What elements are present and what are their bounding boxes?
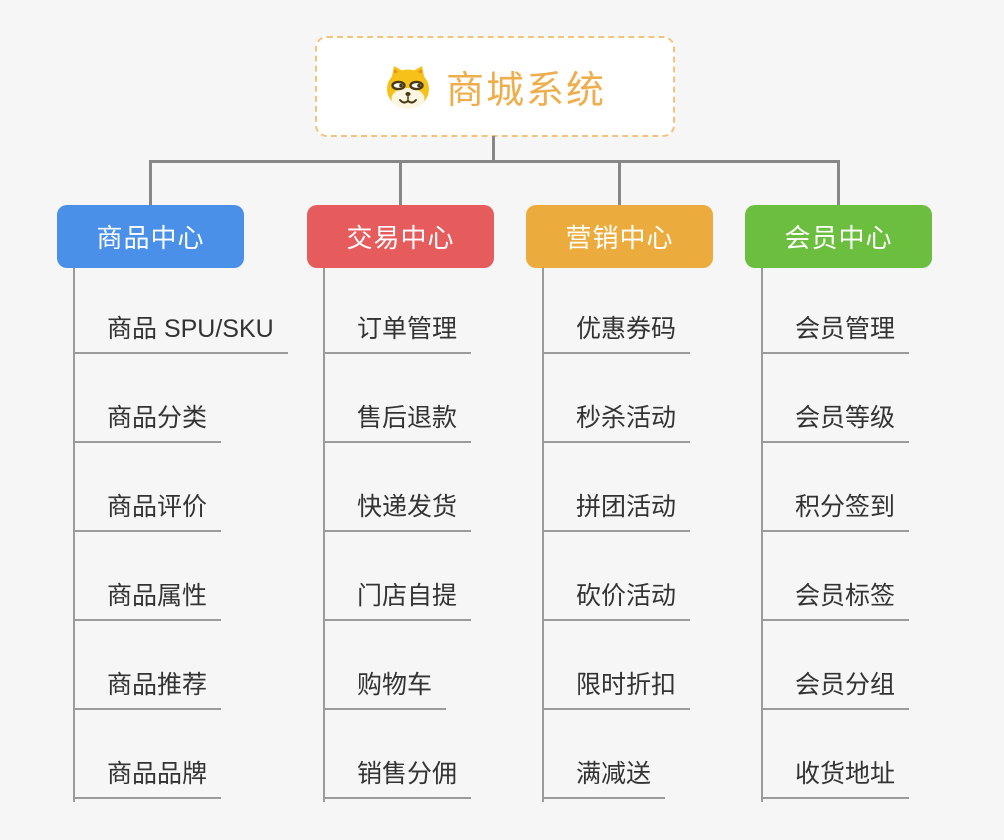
connector-drop-marketing: [618, 160, 621, 207]
subtopic[interactable]: 商品推荐: [73, 669, 222, 710]
subtopic[interactable]: 商品品牌: [73, 758, 222, 799]
subtopic[interactable]: 优惠券码: [542, 313, 691, 354]
branch-product-center[interactable]: 商品中心: [57, 205, 244, 268]
subtopic-column-marketing: 优惠券码 秒杀活动 拼团活动 砍价活动 限时折扣 满减送: [542, 265, 691, 802]
root-topic-label: 商城系统: [445, 70, 606, 112]
subtopic[interactable]: 快递发货: [323, 491, 472, 532]
root-topic[interactable]: 商城系统: [315, 36, 675, 137]
subtopic[interactable]: 秒杀活动: [542, 402, 691, 443]
subtopic-column-trade: 订单管理 售后退款 快递发货 门店自提 购物车 销售分佣: [323, 265, 472, 802]
subtopic[interactable]: 砍价活动: [542, 580, 691, 621]
subtopic[interactable]: 满减送: [542, 758, 666, 799]
subtopic[interactable]: 会员管理: [761, 313, 910, 354]
subtopic[interactable]: 商品评价: [73, 491, 222, 532]
subtopic[interactable]: 售后退款: [323, 402, 472, 443]
subtopic[interactable]: 销售分佣: [323, 758, 472, 799]
subtopic[interactable]: 会员分组: [761, 669, 910, 710]
branch-trade-center[interactable]: 交易中心: [307, 205, 494, 268]
subtopic[interactable]: 积分签到: [761, 491, 910, 532]
connector-root-stem: [492, 136, 495, 162]
subtopic[interactable]: 限时折扣: [542, 669, 691, 710]
subtopic[interactable]: 拼团活动: [542, 491, 691, 532]
subtopic[interactable]: 购物车: [323, 669, 447, 710]
subtopic[interactable]: 商品属性: [73, 580, 222, 621]
subtopic[interactable]: 会员标签: [761, 580, 910, 621]
subtopic-column-product: 商品 SPU/SKU 商品分类 商品评价 商品属性 商品推荐 商品品牌: [73, 265, 288, 802]
branch-spine: [542, 268, 544, 802]
subtopic[interactable]: 会员等级: [761, 402, 910, 443]
connector-drop-trade: [399, 160, 402, 207]
subtopic-column-member: 会员管理 会员等级 积分签到 会员标签 会员分组 收货地址: [761, 265, 910, 802]
branch-spine: [761, 268, 763, 802]
subtopic[interactable]: 商品分类: [73, 402, 222, 443]
connector-horizontal-bar: [149, 160, 840, 163]
doge-icon: [386, 65, 429, 109]
connector-drop-member: [837, 160, 840, 207]
connector-drop-product: [149, 160, 152, 207]
branch-member-center[interactable]: 会员中心: [745, 205, 932, 268]
branch-marketing-center[interactable]: 营销中心: [526, 205, 713, 268]
subtopic[interactable]: 收货地址: [761, 758, 910, 799]
subtopic[interactable]: 门店自提: [323, 580, 472, 621]
branch-spine: [323, 268, 325, 802]
subtopic[interactable]: 商品 SPU/SKU: [73, 313, 288, 354]
subtopic[interactable]: 订单管理: [323, 313, 472, 354]
branch-spine: [73, 268, 75, 802]
